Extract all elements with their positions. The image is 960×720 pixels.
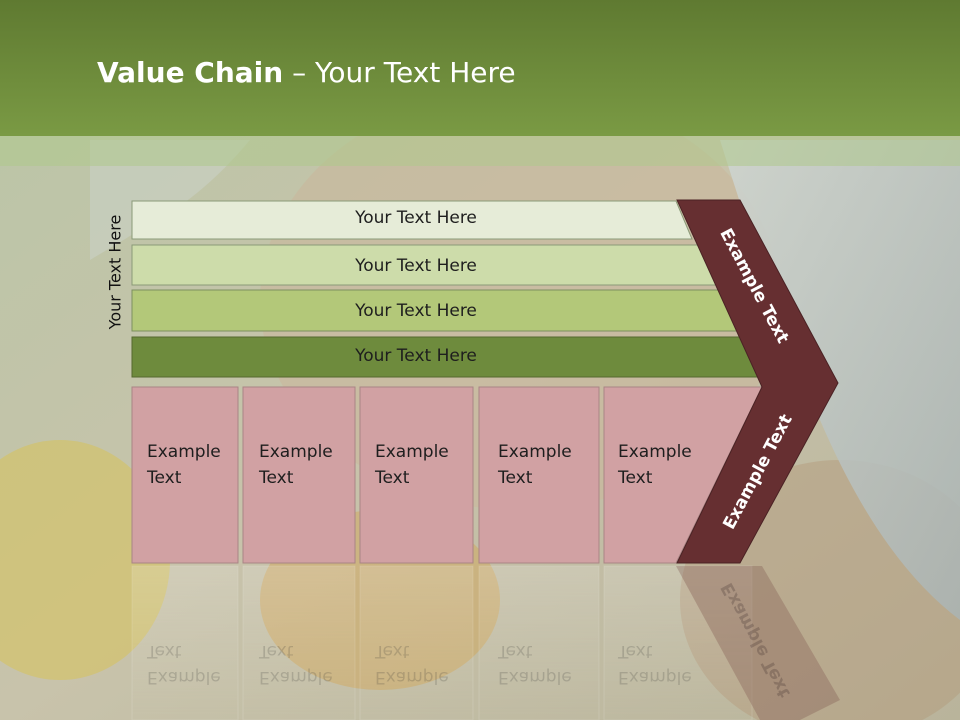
- row-4-label: Your Text Here: [355, 346, 477, 366]
- row-1-bar: [131, 200, 693, 240]
- activity-box-1: [131, 386, 239, 564]
- title-strip: [0, 136, 960, 166]
- diagram-reflection: [131, 565, 840, 720]
- row-2-label: Your Text Here: [355, 256, 477, 276]
- title-bar: [0, 0, 960, 136]
- activity-box-4: [478, 386, 600, 564]
- row-3-label: Your Text Here: [355, 301, 477, 321]
- title-rest: – Your Text Here: [283, 56, 516, 89]
- side-label: Your Text Here: [105, 214, 125, 330]
- activity-box-3: [359, 386, 474, 564]
- title-bold: Value Chain: [97, 56, 284, 89]
- page-title: Value Chain – Your Text Here: [97, 56, 516, 89]
- activity-box-2: [242, 386, 356, 564]
- row-1-label: Your Text Here: [355, 208, 477, 228]
- chevron-arrow: [676, 199, 839, 564]
- activity-box-5: [603, 386, 763, 564]
